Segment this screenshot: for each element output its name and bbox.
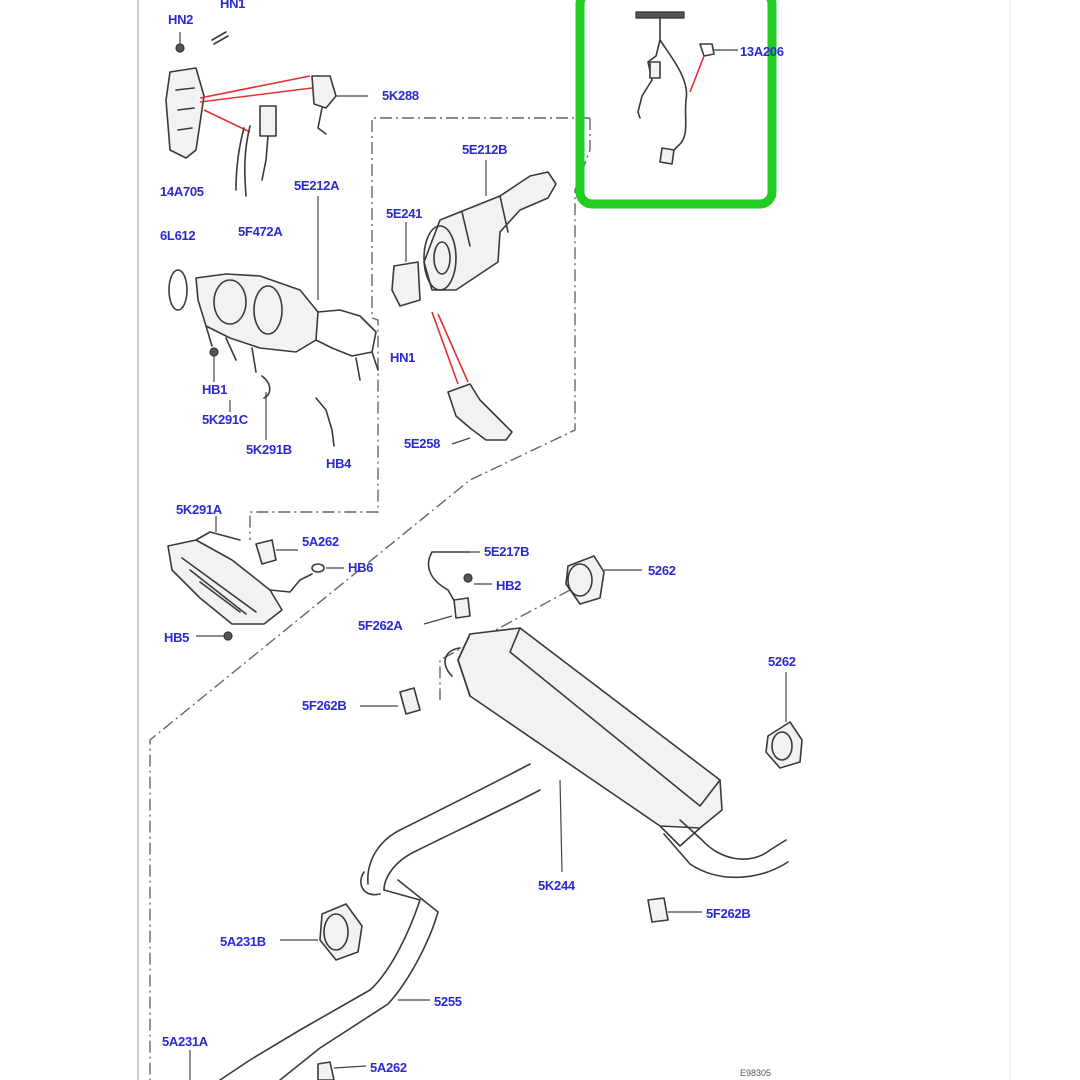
part-labels: HN2 HN1 5K288 14A705 5F472A 6L612 5E212A…: [160, 0, 796, 1078]
label-5k291a: 5K291A: [176, 502, 223, 517]
label-hb6: HB6: [348, 560, 373, 575]
label-sensor: 13A206: [740, 44, 784, 59]
bolt-hb6: [311, 563, 344, 573]
label-5e212a: 5E212A: [294, 178, 340, 193]
label-hb5: HB5: [164, 630, 189, 645]
heat-shield-5e258: [431, 311, 513, 445]
label-5a231b: 5A231B: [220, 934, 266, 949]
assembly-outline: [149, 117, 591, 1080]
label-5262-right: 5262: [768, 654, 796, 669]
label-5f262b-left: 5F262B: [302, 698, 346, 713]
label-5e241: 5E241: [386, 206, 422, 221]
mount-5a262-bottom: [317, 1061, 367, 1080]
exhaust-manifold-group: [168, 269, 379, 399]
heat-shield-5k291a: [167, 516, 313, 641]
highlight-box: [575, 0, 777, 209]
label-hb2: HB2: [496, 578, 521, 593]
reference-code: E98305: [740, 1068, 771, 1078]
diesel-particulate-filter: [423, 160, 557, 291]
pipe-bolts-hb: [209, 347, 335, 447]
label-5e258: 5E258: [404, 436, 440, 451]
label-6l612: 6L612: [160, 228, 195, 243]
label-5k291b: 5K291B: [246, 442, 292, 457]
label-5262-top: 5262: [648, 563, 676, 578]
label-5f262a: 5F262A: [358, 618, 403, 633]
label-hn1: HN1: [390, 350, 415, 365]
label-5a262-top: 5A262: [302, 534, 339, 549]
label-5255: 5255: [434, 994, 462, 1009]
red-callouts-top: [199, 75, 313, 133]
label-5e212b: 5E212B: [462, 142, 507, 157]
label-hb4: HB4: [326, 456, 352, 471]
label-5k291c: 5K291C: [202, 412, 249, 427]
sensor-5f472a: [235, 105, 277, 197]
isolator-5f262b-right: [647, 897, 702, 923]
isolator-5f262b-left: [360, 687, 421, 715]
label-5e217b: 5E217B: [484, 544, 529, 559]
label-hn2: HN2: [168, 12, 193, 27]
front-pipe-5255: [219, 879, 439, 1080]
highlighted-sensor-group: [575, 0, 777, 209]
label-5a231a: 5A231A: [162, 1034, 209, 1049]
rear-muffler-5k244: [444, 627, 789, 879]
bolt-hn1-top: [211, 31, 229, 45]
label-5f472a: 5F472A: [238, 224, 283, 239]
label-hb1: HB1: [202, 382, 227, 397]
label-14a705: 14A705: [160, 184, 204, 199]
intermediate-pipe: [360, 763, 541, 896]
isolator-5262-top: [565, 555, 642, 605]
label-hn1-top: HN1: [220, 0, 245, 11]
label-5a262-bottom: 5A262: [370, 1060, 407, 1075]
mount-5a262-top: [255, 539, 298, 565]
bracket-14a705: [165, 32, 205, 159]
label-5k244: 5K244: [538, 878, 576, 893]
catalyst-5a231b: [280, 903, 363, 961]
pipe-5e217b: [423, 551, 492, 625]
isolator-5262-right: [765, 672, 803, 769]
label-5k288: 5K288: [382, 88, 419, 103]
gasket-5e241: [391, 222, 421, 307]
label-5f262b-right: 5F262B: [706, 906, 750, 921]
sensor-5k288: [311, 75, 368, 135]
